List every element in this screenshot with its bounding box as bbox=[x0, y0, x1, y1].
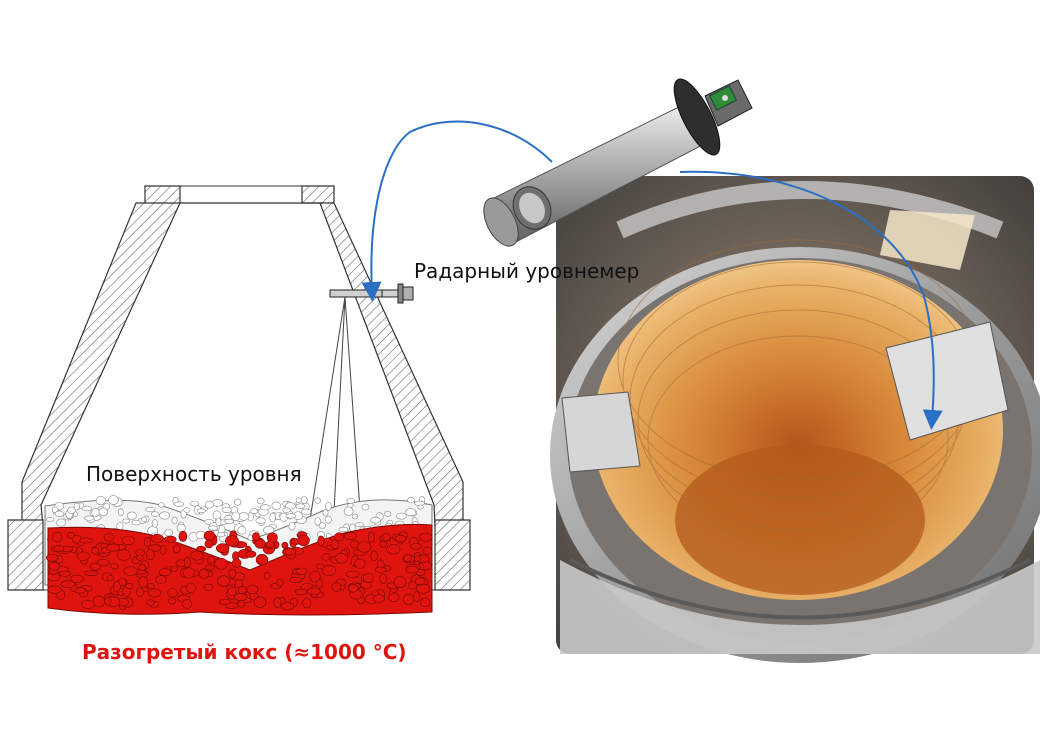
furnace-right-wall bbox=[301, 185, 464, 527]
level-surface-label: Поверхность уровня bbox=[86, 462, 302, 486]
arrow-probe-to-diagram bbox=[361, 120, 553, 302]
furnace-photo bbox=[550, 176, 1040, 663]
hot-coke-label: Разогретый кокс (≈1000 °C) bbox=[82, 640, 407, 664]
radar-gauge-label: Радарный уровнемер bbox=[414, 259, 640, 283]
hot-coke-chunks bbox=[46, 530, 433, 611]
arrow-probe-to-photo bbox=[679, 170, 943, 430]
radar-beam bbox=[309, 296, 361, 521]
radar-probe-photo bbox=[483, 78, 753, 247]
furnace-cross-section bbox=[7, 185, 471, 616]
